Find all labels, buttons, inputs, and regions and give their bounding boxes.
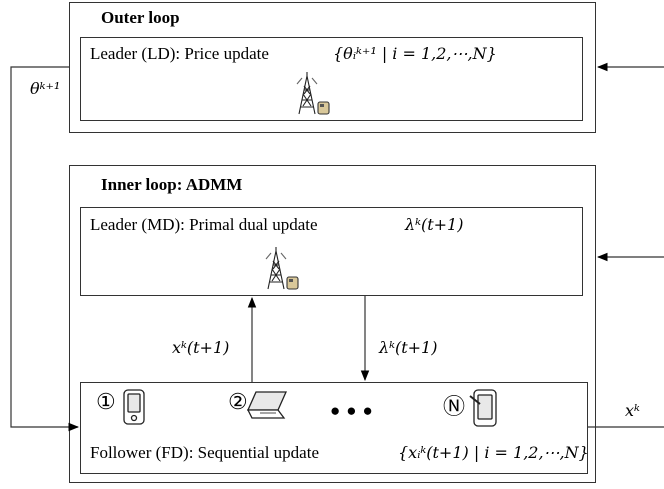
- theta-feedback-arrow: [10, 66, 80, 432]
- follower-label: Follower (FD): Sequential update: [90, 443, 319, 462]
- inner-leader-box: [80, 207, 583, 296]
- outer-loop-title: Outer loop: [101, 8, 180, 27]
- device-1-marker: ①: [96, 389, 116, 414]
- inner-loop-title: Inner loop: ADMM: [101, 175, 243, 194]
- phone-icon: [123, 389, 145, 425]
- tablet-icon: [469, 389, 497, 427]
- outer-leader-box: [80, 37, 583, 121]
- outer-leader-label: Leader (LD): Price update: [90, 44, 269, 63]
- right-arrow-label: xᵏ: [625, 401, 640, 420]
- outer-leader-formula: {θᵢᵏ⁺¹ | i = 1,2,⋯,N}: [333, 44, 497, 63]
- tower-icon: [296, 72, 330, 115]
- inner-leader-label: Leader (MD): Primal dual update: [90, 215, 318, 234]
- up-arrow-label: xᵏ(t+1): [172, 338, 230, 357]
- device-n-marker: Ⓝ: [443, 394, 466, 419]
- inner-leader-formula: λᵏ(t+1): [405, 215, 464, 234]
- ellipsis: ●●●: [330, 401, 379, 420]
- theta-label: θᵏ⁺¹: [30, 79, 61, 98]
- device-2-marker: ②: [228, 389, 248, 414]
- follower-box: [80, 382, 588, 474]
- down-arrow-label: λᵏ(t+1): [379, 338, 438, 357]
- tower-icon: [265, 247, 299, 290]
- follower-formula: {xᵢᵏ(t+1) | i = 1,2,⋯,N}: [398, 443, 589, 462]
- laptop-icon: [246, 391, 288, 419]
